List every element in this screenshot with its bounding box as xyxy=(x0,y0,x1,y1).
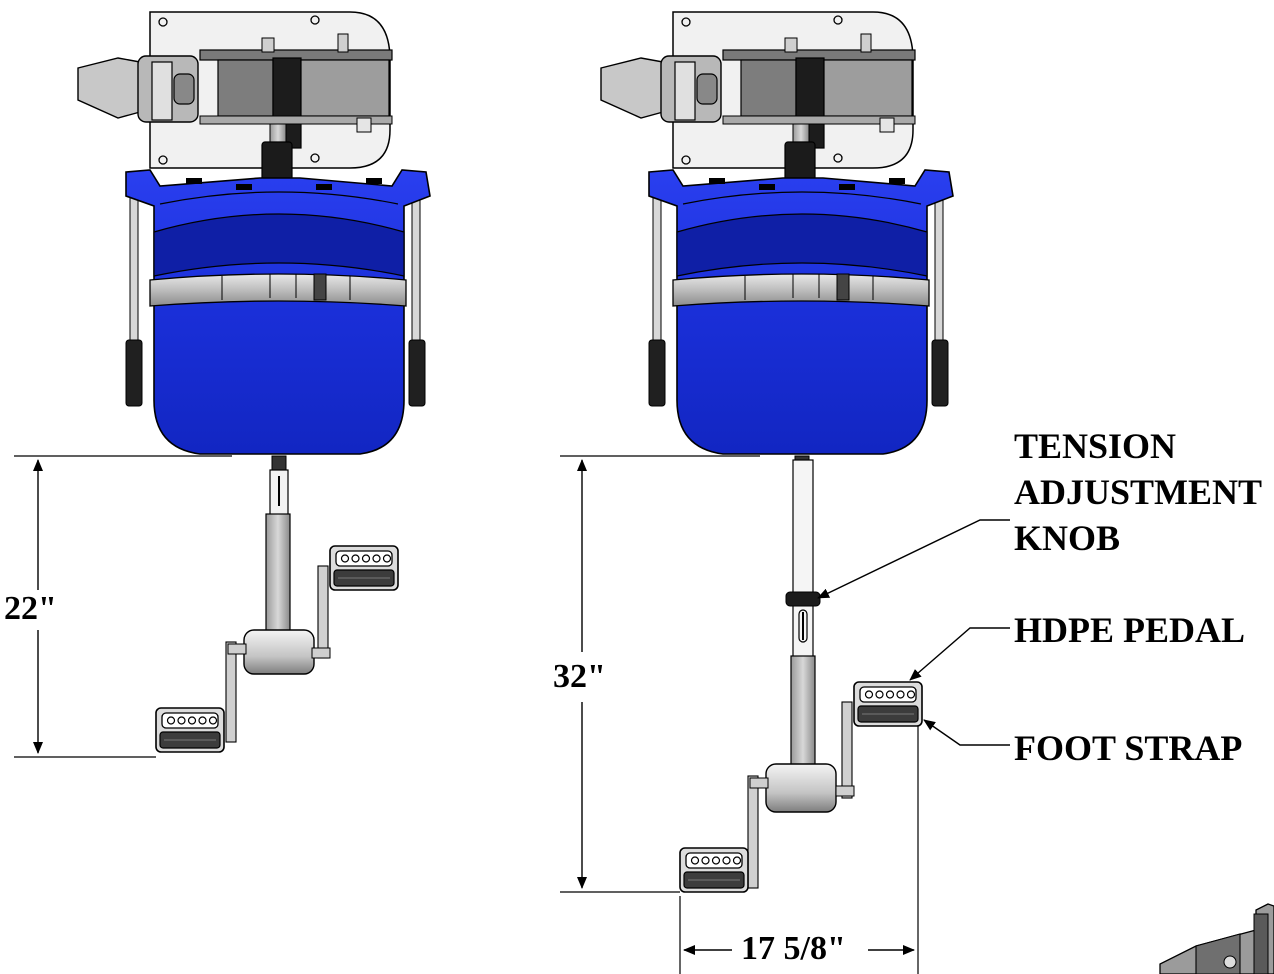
left-height-dimension: 22" xyxy=(4,590,57,627)
right-height-dimension: 32" xyxy=(553,658,606,695)
tension-callout-line2: ADJUSTMENT xyxy=(1014,472,1263,512)
pedal-spread-dimension: 17 5/8" xyxy=(741,930,846,967)
left-view-upper-pedal xyxy=(329,545,399,591)
right-view-upper-pedal xyxy=(853,681,923,727)
right-crank-hub xyxy=(765,763,837,813)
tension-callout-line1: TENSION xyxy=(1014,426,1177,466)
callout-leaders xyxy=(817,519,1010,746)
left-view xyxy=(14,11,431,758)
tension-callout-line3: KNOB xyxy=(1014,518,1121,558)
tension-adjustment-knob xyxy=(785,591,821,643)
right-view-lower-pedal xyxy=(679,847,749,893)
left-crank-hub xyxy=(243,629,315,675)
right-seat-assembly xyxy=(600,11,954,455)
isometric-view-fragment xyxy=(1159,903,1274,974)
strap-callout: FOOT STRAP xyxy=(1014,728,1243,768)
right-view xyxy=(560,11,954,974)
left-seat-assembly xyxy=(77,11,431,455)
pedal-callout: HDPE PEDAL xyxy=(1014,610,1246,650)
left-view-lower-pedal xyxy=(155,707,225,753)
